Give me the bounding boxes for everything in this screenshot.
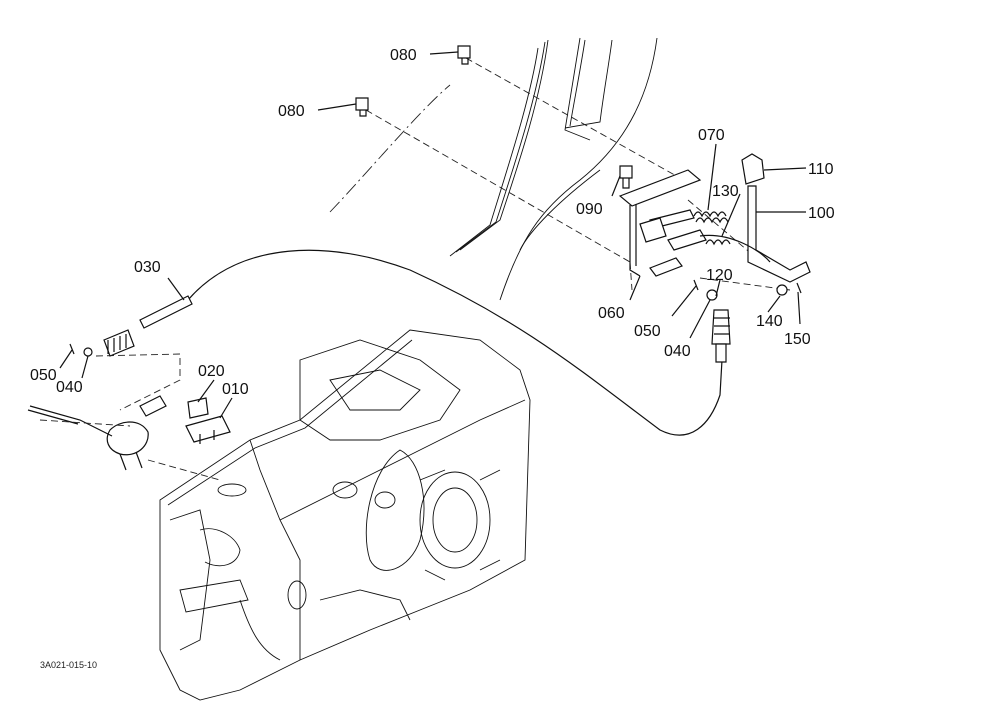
callout-100: 100 [808,205,835,222]
callout-070: 070 [698,127,725,144]
callout-010: 010 [222,381,249,398]
fender-outline [329,37,658,301]
callout-020: 020 [198,363,225,380]
callout-140: 140 [756,313,783,330]
callout-040-right: 040 [664,343,691,360]
callout-050-left: 050 [30,367,57,384]
bolt-080-lower [355,97,369,117]
transmission-case [159,329,531,701]
callout-120: 120 [706,267,733,284]
callout-labels: 080 080 070 110 130 090 100 120 060 050 … [30,47,835,670]
left-linkage [27,343,231,481]
bolt-080-upper [457,45,471,65]
callout-050-right: 050 [634,323,661,340]
control-cable [103,249,731,436]
callout-090: 090 [576,201,603,218]
callout-080-lower: 080 [278,103,305,120]
callout-150: 150 [784,331,811,348]
callout-080-upper: 080 [390,47,417,64]
callout-110: 110 [808,161,834,178]
leader-lines [59,51,807,419]
callout-060: 060 [598,305,625,322]
lever-bracket-assembly [618,153,811,301]
reference-code: 3A021-015-10 [40,660,97,670]
assembly-lines [365,57,791,291]
callout-130: 130 [712,183,739,200]
callout-040-left: 040 [56,379,83,396]
callout-030: 030 [134,259,161,276]
